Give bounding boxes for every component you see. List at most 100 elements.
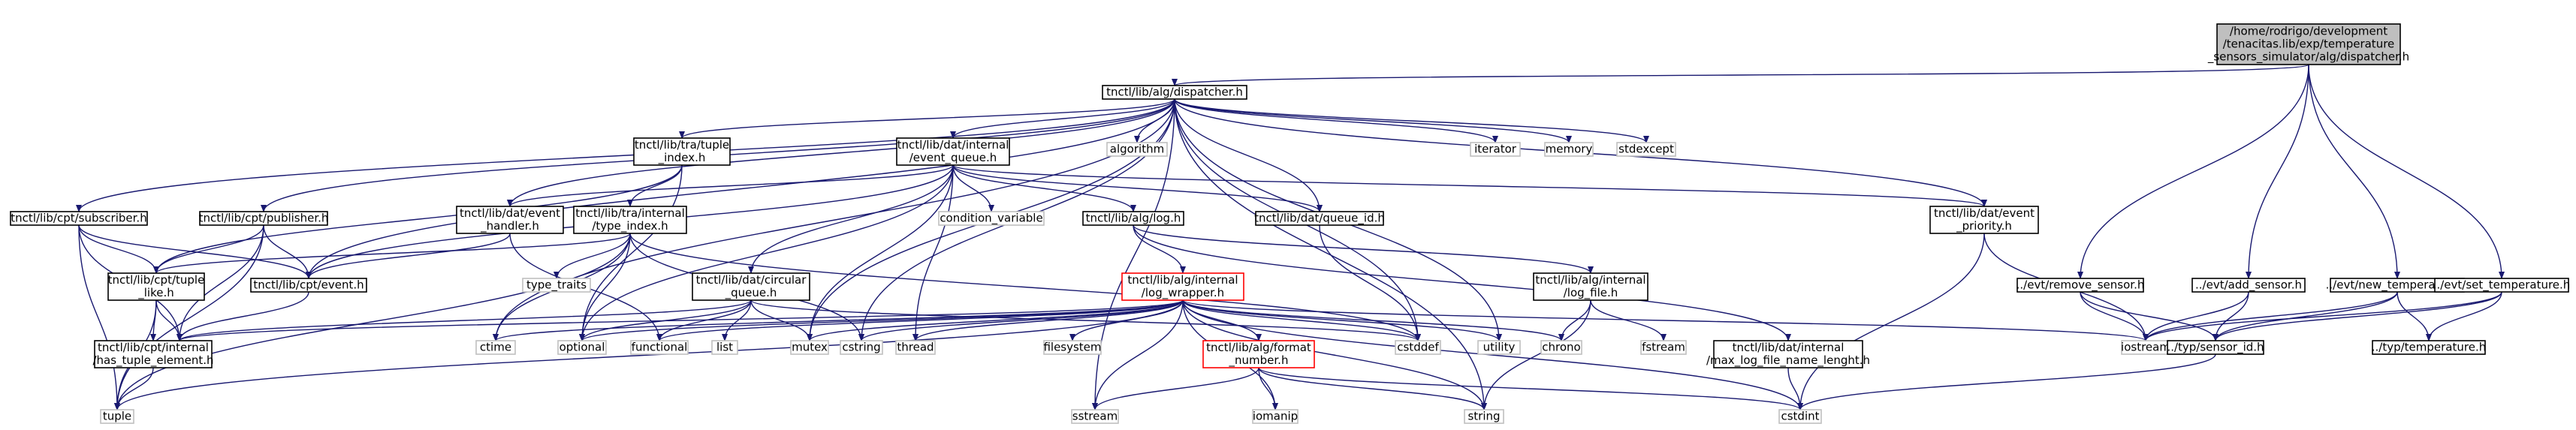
node-event_handler[interactable]: tnctl/lib/dat/event_handler.h bbox=[456, 206, 564, 234]
node-label: /event_queue.h bbox=[909, 151, 997, 165]
edge-root-to-dispatcher bbox=[1172, 64, 2309, 86]
node-subscriber[interactable]: tnctl/lib/cpt/subscriber.h bbox=[10, 211, 148, 226]
node-box bbox=[1929, 206, 2039, 234]
node-format_number[interactable]: tnctl/lib/alg/format_number.h bbox=[1202, 340, 1315, 368]
node-tra_tuple_index[interactable]: tnctl/lib/tra/tuple_index.h bbox=[633, 137, 731, 166]
node-box bbox=[1043, 340, 1102, 355]
node-label: tnctl/lib/dat/event bbox=[1934, 206, 2035, 220]
node-condition_variable: condition_variable bbox=[938, 211, 1045, 226]
edge-log_file-to-fstream bbox=[1590, 299, 1667, 341]
node-iomanip: iomanip bbox=[1252, 409, 1299, 424]
edge-alg_log-to-log_file bbox=[1133, 224, 1594, 274]
node-label: tnctl/lib/dat/queue_id.h bbox=[1254, 212, 1385, 226]
node-box bbox=[100, 409, 134, 424]
edge-event_queue-to-queue_id bbox=[952, 164, 1323, 212]
node-label: tnctl/lib/cpt/publisher.h bbox=[199, 212, 329, 225]
edge-dispatcher-to-string bbox=[1174, 98, 1487, 410]
node-alg_log[interactable]: tnctl/lib/alg/log.h bbox=[1082, 211, 1184, 226]
edge-event_queue-to-condition_variable bbox=[952, 164, 994, 212]
node-type_traits: type_traits bbox=[522, 278, 591, 293]
node-layer: /home/rodrigo/development/tenacitas.lib/… bbox=[10, 23, 2571, 424]
edge-subscriber-to-cpt_event bbox=[78, 224, 312, 279]
node-set_temperature[interactable]: ../evt/set_temperature.h bbox=[2433, 278, 2571, 293]
node-label: tnctl/lib/tra/internal bbox=[575, 206, 685, 220]
edge-set_temperature-to-iostream bbox=[2143, 291, 2502, 341]
node-box bbox=[1071, 409, 1119, 424]
node-label: tnctl/lib/cpt/subscriber.h bbox=[11, 212, 146, 225]
node-memory: memory bbox=[1544, 142, 1594, 157]
edge-log_wrapper-to-functional bbox=[656, 299, 1184, 341]
node-label: memory bbox=[1546, 143, 1593, 156]
node-label: algorithm bbox=[1110, 143, 1164, 156]
edge-log_wrapper-to-sstream bbox=[1092, 299, 1184, 410]
node-ctime: ctime bbox=[475, 340, 516, 355]
node-box bbox=[1121, 272, 1244, 301]
node-box bbox=[1102, 85, 1247, 100]
node-box bbox=[633, 137, 731, 166]
node-log_wrapper[interactable]: tnctl/lib/alg/internal/log_wrapper.h bbox=[1121, 272, 1244, 301]
node-box bbox=[692, 272, 810, 301]
edge-sensor_id-to-cstdint bbox=[1797, 353, 2216, 410]
edge-event_queue-to-alg_log bbox=[952, 164, 1136, 212]
node-sensor_id[interactable]: ../typ/sensor_id.h bbox=[2167, 340, 2264, 355]
node-label: functional bbox=[632, 341, 688, 354]
node-remove_sensor[interactable]: ../evt/remove_sensor.h bbox=[2016, 278, 2145, 293]
node-iterator: iterator bbox=[1470, 142, 1521, 157]
node-event_priority[interactable]: tnctl/lib/dat/event_priority.h bbox=[1929, 206, 2039, 234]
node-string: string bbox=[1464, 409, 1504, 424]
node-label: ../evt/set_temperature.h bbox=[2433, 278, 2571, 293]
node-label: _priority.h bbox=[1956, 219, 2012, 233]
node-box bbox=[1202, 340, 1315, 368]
node-algorithm: algorithm bbox=[1106, 142, 1168, 157]
node-circular_queue[interactable]: tnctl/lib/dat/circular_queue.h bbox=[692, 272, 810, 301]
node-tuple_like[interactable]: tnctl/lib/cpt/tuple_like.h bbox=[107, 272, 205, 301]
edge-publisher-to-concepts bbox=[176, 224, 264, 341]
node-max_log[interactable]: tnctl/lib/dat/internal/max_log_file_name… bbox=[1706, 340, 1870, 368]
node-box bbox=[938, 211, 1045, 226]
node-label: optional bbox=[560, 341, 605, 354]
node-event_queue[interactable]: tnctl/lib/dat/internal/event_queue.h bbox=[896, 137, 1010, 166]
node-box bbox=[475, 340, 516, 355]
node-has_tuple_element[interactable]: tnctl/lib/cpt/internal/has_tuple_element… bbox=[92, 340, 214, 368]
node-box bbox=[2167, 340, 2264, 355]
node-utility: utility bbox=[1477, 340, 1521, 355]
node-box bbox=[1470, 142, 1521, 157]
edge-log_wrapper-to-utility bbox=[1182, 299, 1502, 341]
node-new_temperature[interactable]: ../evt/new_temperature.h bbox=[2326, 278, 2469, 293]
node-log_file[interactable]: tnctl/lib/alg/internal/log_file.h bbox=[1533, 272, 1648, 301]
node-publisher[interactable]: tnctl/lib/cpt/publisher.h bbox=[199, 211, 329, 226]
node-label: tnctl/lib/tra/tuple bbox=[635, 138, 729, 152]
node-box bbox=[1082, 211, 1184, 226]
edge-log_wrapper-to-iostream bbox=[1182, 299, 2149, 341]
node-label: iomanip bbox=[1253, 410, 1298, 423]
node-label: tnctl/lib/dat/internal bbox=[1733, 341, 1845, 354]
edge-circular_queue-to-list bbox=[722, 299, 752, 341]
node-label: tnctl/lib/dat/circular bbox=[696, 273, 807, 287]
node-chrono: chrono bbox=[1540, 340, 1582, 355]
node-box bbox=[456, 206, 564, 234]
node-cpt_event[interactable]: tnctl/lib/cpt/event.h bbox=[250, 278, 367, 293]
node-box bbox=[522, 278, 591, 293]
node-root[interactable]: /home/rodrigo/development/tenacitas.lib/… bbox=[2207, 23, 2409, 65]
node-optional: optional bbox=[557, 340, 607, 355]
edge-cpt_event-to-concepts bbox=[176, 291, 309, 341]
node-box bbox=[250, 278, 367, 293]
node-box bbox=[1640, 340, 1687, 355]
node-add_sensor[interactable]: ../evt/add_sensor.h bbox=[2191, 278, 2306, 293]
node-box bbox=[1464, 409, 1504, 424]
node-box bbox=[107, 272, 205, 301]
node-label: chrono bbox=[1542, 341, 1580, 354]
node-temperature[interactable]: ../typ/temperature.h bbox=[2372, 340, 2486, 355]
node-dispatcher[interactable]: tnctl/lib/alg/dispatcher.h bbox=[1102, 85, 1247, 100]
node-label: tnctl/lib/dat/internal bbox=[897, 138, 1009, 152]
edge-type_index-to-optional bbox=[579, 233, 631, 341]
node-box bbox=[2016, 278, 2144, 293]
node-queue_id[interactable]: tnctl/lib/dat/queue_id.h bbox=[1254, 211, 1385, 226]
node-label: filesystem bbox=[1043, 341, 1101, 354]
node-label: ctime bbox=[480, 341, 511, 354]
edge-format_number-to-iomanip bbox=[1258, 367, 1278, 410]
edge-event_queue-to-mutex bbox=[807, 164, 954, 341]
node-label: cstdint bbox=[1781, 410, 1819, 423]
node-type_index[interactable]: tnctl/lib/tra/internal/type_index.h bbox=[573, 206, 687, 234]
